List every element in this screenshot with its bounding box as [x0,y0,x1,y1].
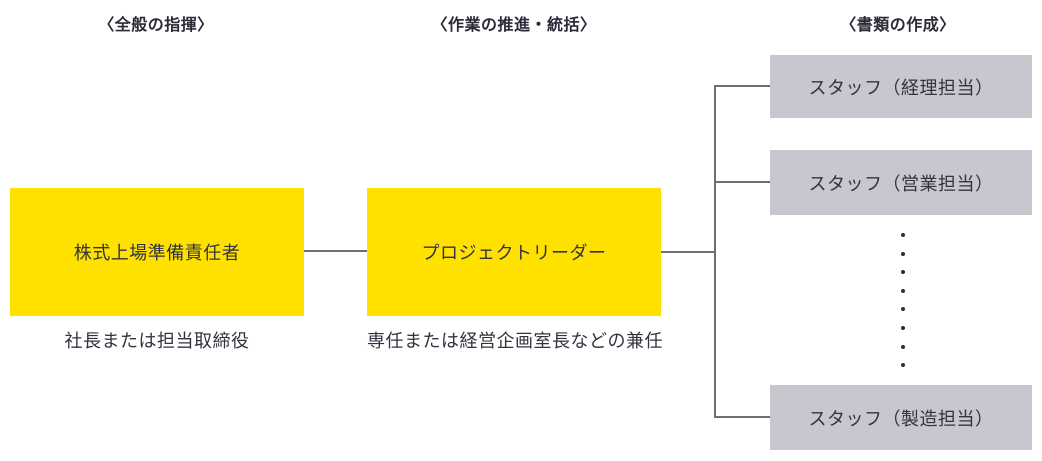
caption-ipo-preparation-manager: 社長または担当取締役 [64,331,250,351]
column-header-work-promotion: 〈作業の推進・統括〉 [431,17,597,34]
node-staff-accounting: スタッフ（経理担当） [770,55,1032,118]
connector-trunk-vertical [714,85,716,418]
node-label: スタッフ（経理担当） [808,77,994,98]
ellipsis-dots [901,233,905,368]
connector-branch-sales [714,181,770,183]
ellipsis-dot [901,288,905,293]
ellipsis-dot [901,344,905,349]
connector-branch-manufacturing [714,416,770,418]
ellipsis-dot [901,325,905,330]
column-header-document-creation: 〈書類の作成〉 [840,17,956,34]
ellipsis-dot [901,307,905,312]
column-header-general-command: 〈全般の指揮〉 [98,17,214,34]
caption-project-leader: 専任または経営企画室長などの兼任 [367,331,663,351]
connector-branch-accounting [714,85,770,87]
ellipsis-dot [901,251,905,256]
node-project-leader: プロジェクトリーダー [367,188,661,316]
ellipsis-dot [901,270,905,275]
node-label: スタッフ（製造担当） [808,408,994,429]
node-staff-manufacturing: スタッフ（製造担当） [770,385,1032,450]
node-ipo-preparation-manager: 株式上場準備責任者 [10,188,304,316]
node-label: 株式上場準備責任者 [73,243,241,263]
node-staff-sales: スタッフ（営業担当） [770,150,1032,215]
node-label: スタッフ（営業担当） [808,173,994,194]
node-label: プロジェクトリーダー [421,243,607,263]
connector-leader-to-trunk [661,251,715,253]
connector-manager-to-leader [303,250,367,252]
ellipsis-dot [901,363,905,368]
ellipsis-dot [901,233,905,237]
